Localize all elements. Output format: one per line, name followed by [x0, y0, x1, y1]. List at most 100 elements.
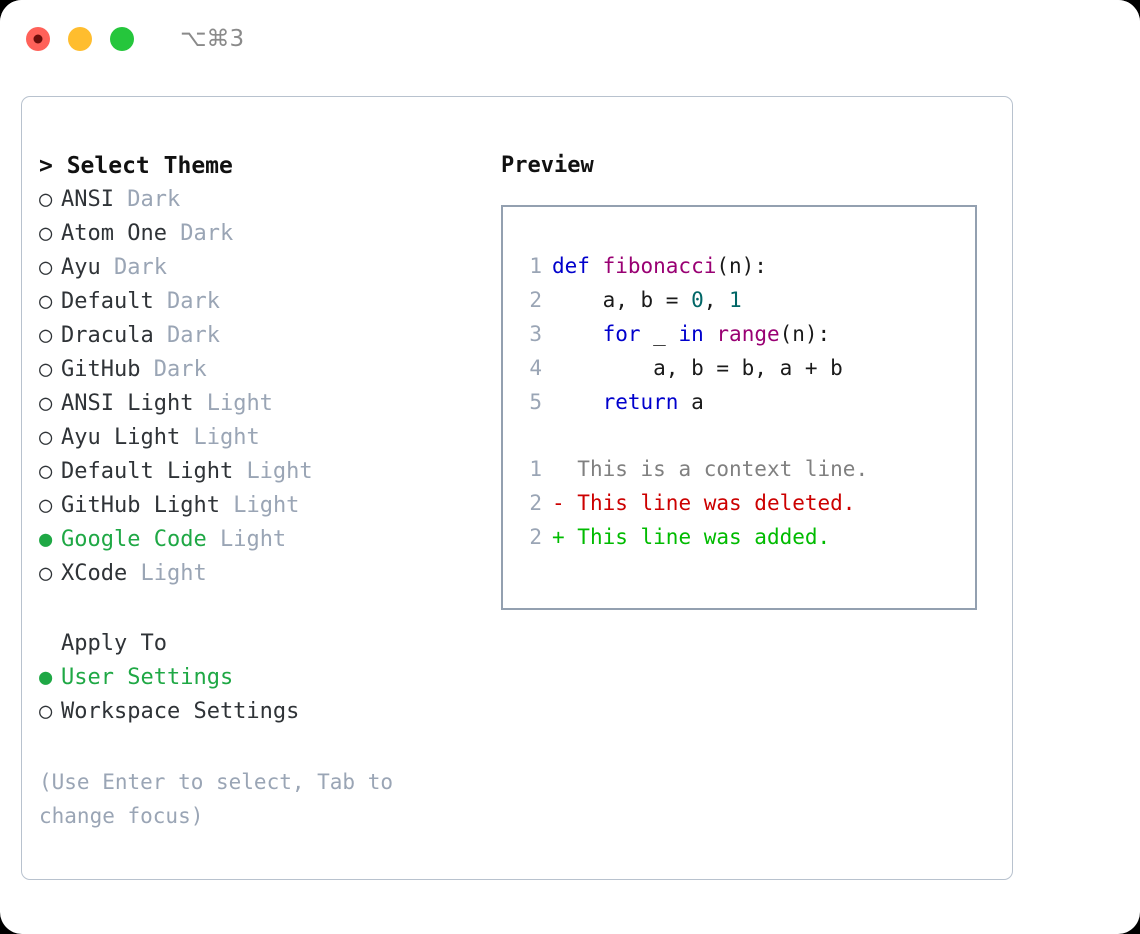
apply-to-option[interactable]: ○ Workspace Settings: [39, 695, 489, 729]
theme-name: ANSI Light: [61, 391, 194, 416]
theme-kind-label: Light: [193, 425, 260, 450]
theme-list-item[interactable]: ○ANSI Light Light: [39, 387, 489, 421]
radio-unselected-icon[interactable]: ○: [39, 255, 53, 280]
diff-marker: [552, 457, 577, 481]
radio-unselected-icon[interactable]: ○: [39, 187, 53, 212]
theme-name: ANSI: [61, 187, 114, 212]
diff-text: This is a context line.: [577, 457, 869, 481]
theme-kind-label: Dark: [114, 255, 167, 280]
code-token-plain: [552, 322, 603, 346]
theme-list-item[interactable]: ○ Dracula Dark: [39, 319, 489, 353]
code-token-plain: [552, 390, 603, 414]
title-bar: ⌥⌘3: [0, 0, 1140, 78]
code-token-fn: fibonacci: [602, 254, 717, 278]
apply-to-options[interactable]: ● User Settings ○ Workspace Settings: [39, 661, 489, 729]
code-token-plain: a: [678, 390, 704, 414]
theme-kind-label: Dark: [153, 357, 207, 382]
zoom-button-icon[interactable]: [110, 27, 134, 51]
theme-name: Default: [61, 289, 154, 314]
theme-list-item[interactable]: ○ Default Dark: [39, 285, 489, 319]
code-line: 2 a, b = 0, 1: [514, 283, 967, 317]
code-line: 5 return a: [514, 385, 967, 419]
apply-to-section: Apply To ●User Settings○Workspace Settin…: [39, 627, 489, 729]
diff-line: 1 This is a context line.: [514, 452, 967, 486]
theme-name: Ayu: [61, 255, 101, 280]
diff-line: 2 + This line was added.: [514, 520, 967, 554]
radio-unselected-icon[interactable]: ○: [39, 323, 53, 348]
theme-kind-label: Dark: [166, 323, 220, 348]
code-line-number: 4: [529, 356, 542, 380]
theme-kind-label: Dark: [180, 221, 234, 246]
code-token-plain: [704, 322, 717, 346]
radio-unselected-icon[interactable]: ○: [39, 357, 53, 382]
radio-unselected-icon[interactable]: ○: [39, 221, 53, 246]
theme-kind-label: Light: [233, 493, 300, 518]
code-line-number: 3: [529, 322, 542, 346]
theme-name: XCode: [61, 561, 128, 586]
theme-name: Atom One: [61, 221, 167, 246]
code-token-plain: a, b = b, a + b: [552, 356, 843, 380]
diff-text: This line was added.: [577, 525, 831, 549]
code-token-num: 0: [691, 288, 704, 312]
code-token-kw: for: [602, 322, 641, 346]
theme-list-item[interactable]: ○ GitHub Light Light: [39, 489, 489, 523]
diff-marker: -: [552, 491, 578, 515]
theme-name: GitHub: [61, 357, 141, 382]
radio-unselected-icon[interactable]: ○: [39, 289, 53, 314]
minimize-button-icon[interactable]: [68, 27, 92, 51]
keyboard-shortcut-label: ⌥⌘3: [180, 26, 245, 52]
theme-kind-label: Light: [219, 527, 287, 552]
code-token-plain: ,: [703, 288, 730, 312]
radio-unselected-icon[interactable]: ○: [39, 493, 53, 518]
code-token-plain: a, b =: [552, 288, 692, 312]
keyboard-hint: (Use Enter to select, Tab to change focu…: [39, 765, 439, 833]
diff-line-number: 1: [529, 457, 542, 481]
radio-unselected-icon[interactable]: ○: [39, 561, 53, 586]
theme-list-item[interactable]: ●Google Code Light: [39, 523, 489, 557]
code-token-fn: range: [716, 322, 780, 346]
theme-name: GitHub Light: [61, 493, 220, 518]
theme-list[interactable]: ○ANSI Dark○Atom One Dark○Ayu Dark○Defaul…: [39, 183, 489, 591]
theme-name: Dracula: [61, 323, 154, 348]
radio-unselected-icon[interactable]: ○: [39, 699, 53, 724]
diff-marker: +: [552, 525, 578, 549]
theme-list-item[interactable]: ○ GitHub Dark: [39, 353, 489, 387]
apply-to-option-label: User Settings: [61, 665, 234, 690]
radio-selected-icon[interactable]: ●: [39, 527, 53, 552]
code-token-num: 1: [729, 288, 742, 312]
theme-list-item[interactable]: ○Default Light Light: [39, 455, 489, 489]
theme-list-item[interactable]: ○ Atom One Dark: [39, 217, 489, 251]
theme-list-item[interactable]: ○ Ayu Dark: [39, 251, 489, 285]
select-theme-heading: > Select Theme: [39, 153, 233, 179]
preview-heading: Preview: [501, 153, 594, 178]
theme-kind-label: Light: [246, 459, 313, 484]
radio-unselected-icon[interactable]: ○: [39, 391, 53, 416]
code-token-punct: (n):: [779, 322, 831, 346]
theme-list-column: > Select Theme ○ANSI Dark○Atom One Dark○…: [39, 149, 489, 833]
code-token-kw: def: [552, 254, 603, 278]
theme-list-item[interactable]: ○ Ayu Light Light: [39, 421, 489, 455]
apply-to-option-label: Workspace Settings: [61, 699, 300, 724]
theme-kind-label: Light: [140, 561, 207, 586]
code-token-kw: return: [602, 390, 679, 414]
radio-unselected-icon[interactable]: ○: [39, 425, 53, 450]
code-token-plain: _: [640, 322, 679, 346]
theme-kind-label: Dark: [166, 289, 220, 314]
radio-selected-icon[interactable]: ●: [39, 665, 53, 690]
theme-picker-panel: > Select Theme ○ANSI Dark○Atom One Dark○…: [21, 96, 1013, 880]
theme-list-item[interactable]: ○ANSI Dark: [39, 183, 489, 217]
code-line: 3 for _ in range(n):: [514, 317, 967, 351]
diff-sample: 1 This is a context line. 2- This line wa…: [514, 452, 967, 554]
apply-to-option[interactable]: ● User Settings: [39, 661, 489, 695]
theme-list-item[interactable]: ○ XCode Light: [39, 557, 489, 591]
theme-name: Ayu Light: [61, 425, 181, 450]
close-button-icon[interactable]: [26, 27, 50, 51]
diff-line-number: 2: [529, 525, 542, 549]
code-line: 4 a, b = b, a + b: [514, 351, 967, 385]
radio-unselected-icon[interactable]: ○: [39, 459, 53, 484]
